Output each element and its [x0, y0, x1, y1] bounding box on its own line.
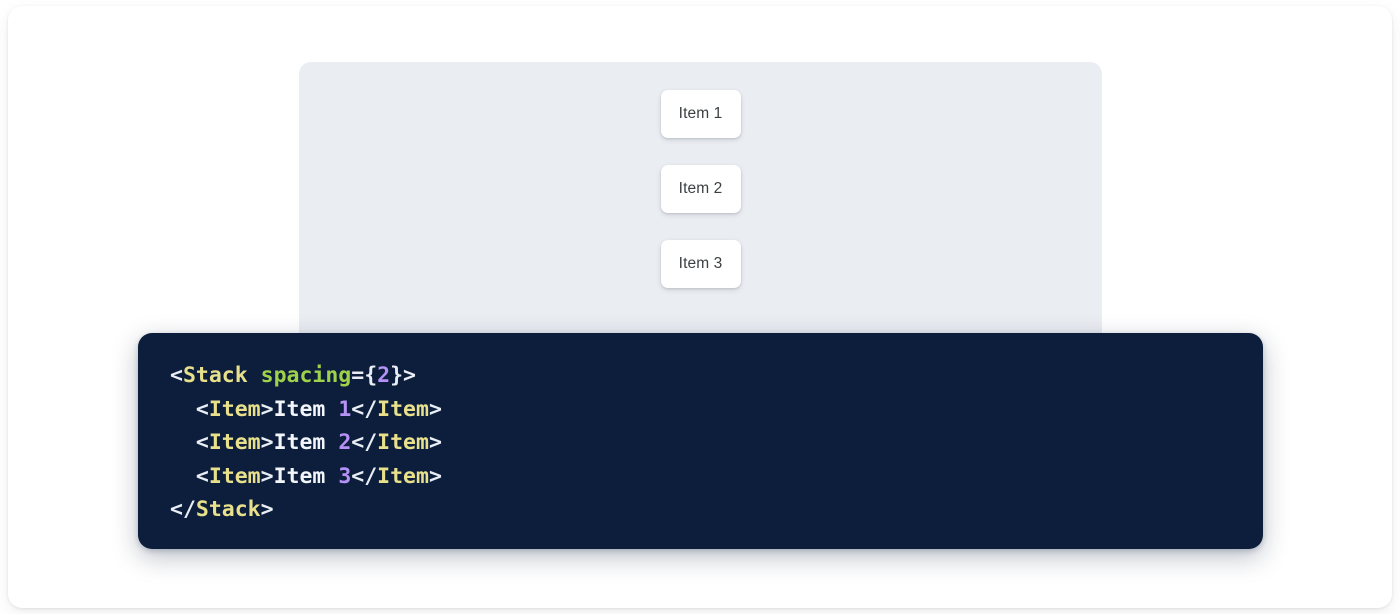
code-indent	[170, 397, 196, 422]
code-token-punct: ={	[351, 363, 378, 388]
stack-item-label: Item 2	[678, 180, 723, 197]
code-token-tag: Item	[377, 430, 429, 456]
code-token-num: 3	[338, 463, 352, 489]
code-token-punct: </	[351, 430, 378, 456]
code-token-punct: }>	[390, 363, 416, 388]
code-token-punct: <	[170, 363, 183, 388]
code-snippet-text: <Stack spacing={2}> <Item>Item 1</Item> …	[170, 359, 1263, 527]
code-token-punct: <	[195, 430, 209, 456]
code-token-tag: Item	[377, 396, 429, 422]
code-token-punct	[248, 363, 261, 388]
code-token-attr: spacing	[260, 363, 352, 388]
code-token-punct: >	[428, 396, 442, 422]
code-token-punct: >	[260, 497, 274, 523]
code-line: <Item>Item 1</Item>	[170, 393, 1263, 427]
code-token-tag: Item	[377, 463, 429, 489]
stack-item[interactable]: Item 2	[660, 165, 741, 213]
code-token-num: 1	[338, 396, 352, 422]
code-token-punct: <	[195, 463, 209, 489]
code-token-punct: </	[351, 396, 378, 422]
stack-item[interactable]: Item 1	[660, 90, 741, 138]
code-token-tag: Item	[208, 430, 261, 456]
code-token-text: Item	[273, 396, 339, 422]
stack-component: Item 1 Item 2 Item 3	[299, 62, 1102, 352]
code-token-punct: >	[260, 463, 274, 489]
code-line: <Item>Item 2</Item>	[170, 426, 1263, 460]
code-token-tag: Stack	[195, 497, 261, 523]
code-token-punct: </	[170, 497, 196, 523]
stack-item-label: Item 1	[678, 105, 723, 122]
code-token-punct: </	[351, 463, 378, 489]
code-token-tag: Item	[208, 396, 261, 422]
stack-item-label: Item 3	[678, 255, 723, 272]
stack-item[interactable]: Item 3	[660, 240, 741, 288]
code-line: </Stack>	[170, 493, 1263, 527]
code-token-text: Item	[273, 463, 339, 489]
code-indent	[170, 430, 196, 455]
code-line: <Stack spacing={2}>	[170, 359, 1263, 393]
code-snippet-block: <Stack spacing={2}> <Item>Item 1</Item> …	[138, 333, 1263, 549]
code-token-tag: Item	[208, 463, 261, 489]
code-token-num: 2	[377, 363, 391, 388]
component-preview-panel: Item 1 Item 2 Item 3	[299, 62, 1102, 352]
code-token-punct: >	[260, 396, 274, 422]
code-token-punct: >	[260, 430, 274, 456]
code-token-punct: <	[195, 396, 209, 422]
code-token-text: Item	[273, 430, 339, 456]
code-line: <Item>Item 3</Item>	[170, 460, 1263, 494]
code-token-num: 2	[338, 430, 352, 456]
code-token-tag: Stack	[182, 363, 248, 388]
code-token-punct: >	[428, 430, 442, 456]
code-token-punct: >	[428, 463, 442, 489]
code-indent	[170, 464, 196, 489]
